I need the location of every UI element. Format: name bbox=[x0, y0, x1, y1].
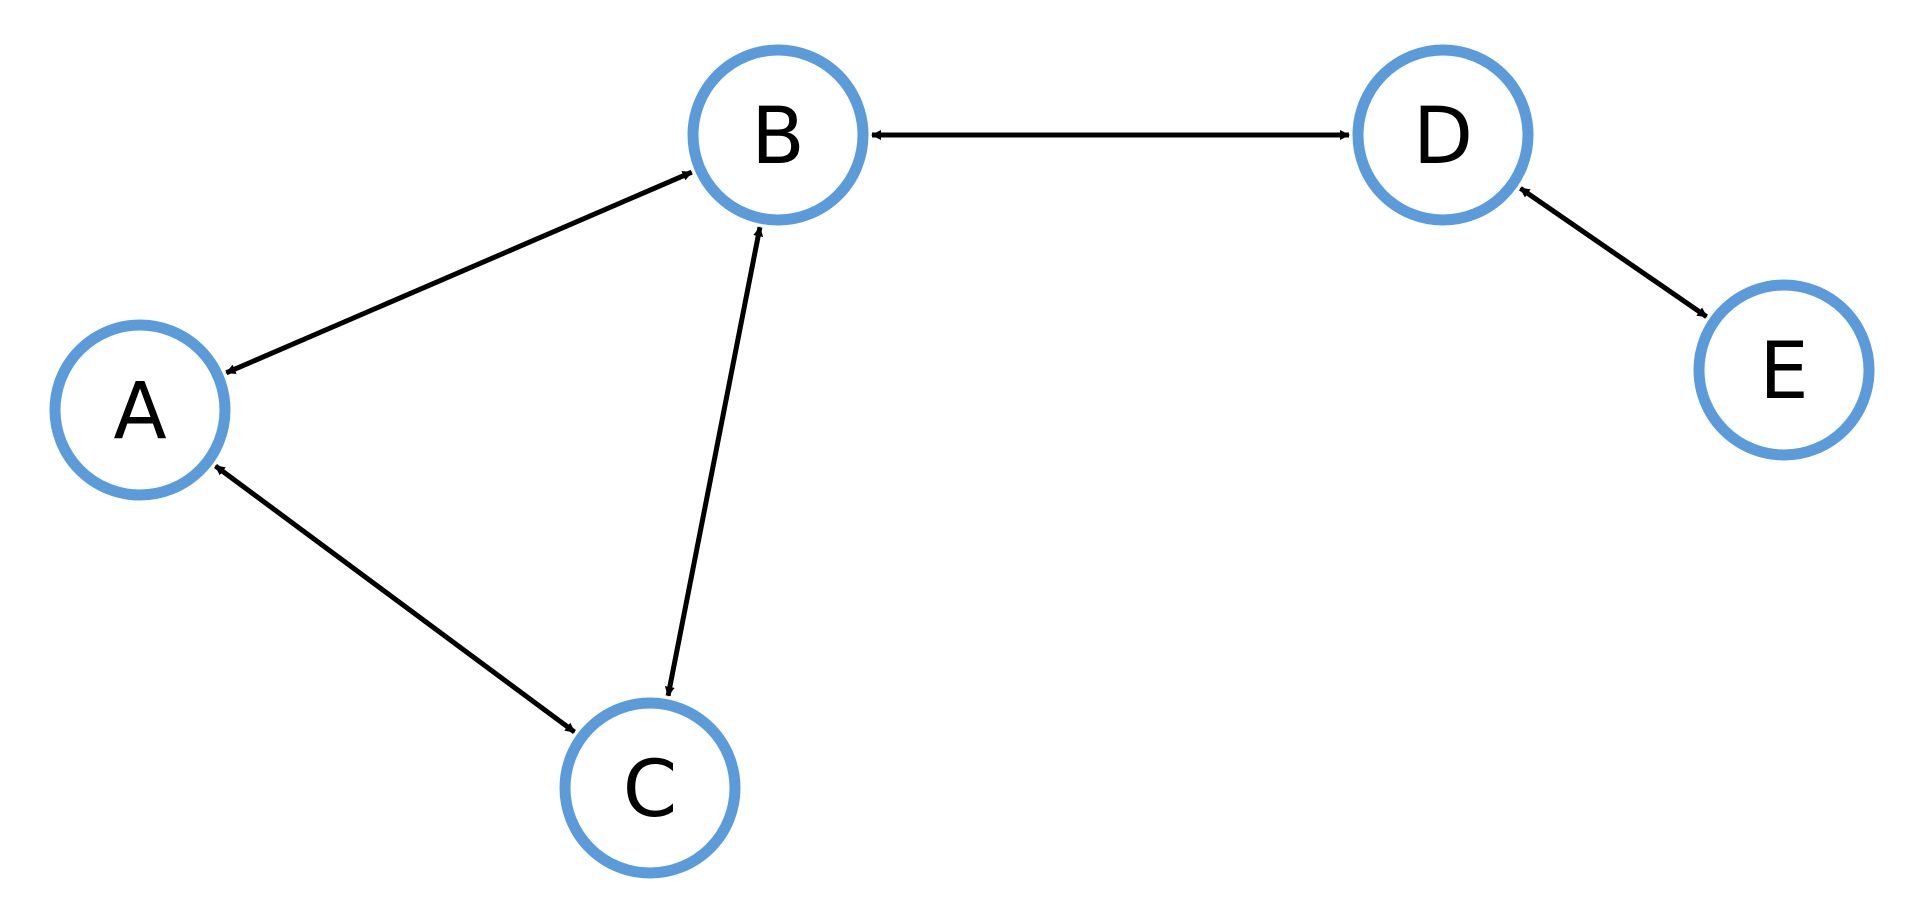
node-circle bbox=[687, 44, 869, 226]
node-b: B bbox=[687, 44, 869, 226]
node-a: A bbox=[49, 319, 231, 501]
edge-a-c bbox=[214, 463, 576, 735]
node-label: B bbox=[751, 92, 805, 182]
nodes-layer: A B C D E bbox=[49, 44, 1875, 879]
edges-layer bbox=[214, 130, 1709, 735]
node-label: A bbox=[113, 367, 166, 457]
node-circle bbox=[1693, 279, 1875, 461]
node-label: E bbox=[1759, 327, 1808, 417]
edge-b-c bbox=[664, 226, 764, 697]
edge-d-e bbox=[1518, 186, 1709, 319]
node-e: E bbox=[1693, 279, 1875, 461]
node-circle bbox=[559, 697, 741, 879]
node-circle bbox=[1352, 44, 1534, 226]
node-label: C bbox=[623, 745, 677, 835]
node-d: D bbox=[1352, 44, 1534, 226]
node-label: D bbox=[1413, 92, 1473, 182]
node-circle bbox=[49, 319, 231, 501]
edge-a-b bbox=[225, 169, 693, 376]
node-c: C bbox=[559, 697, 741, 879]
